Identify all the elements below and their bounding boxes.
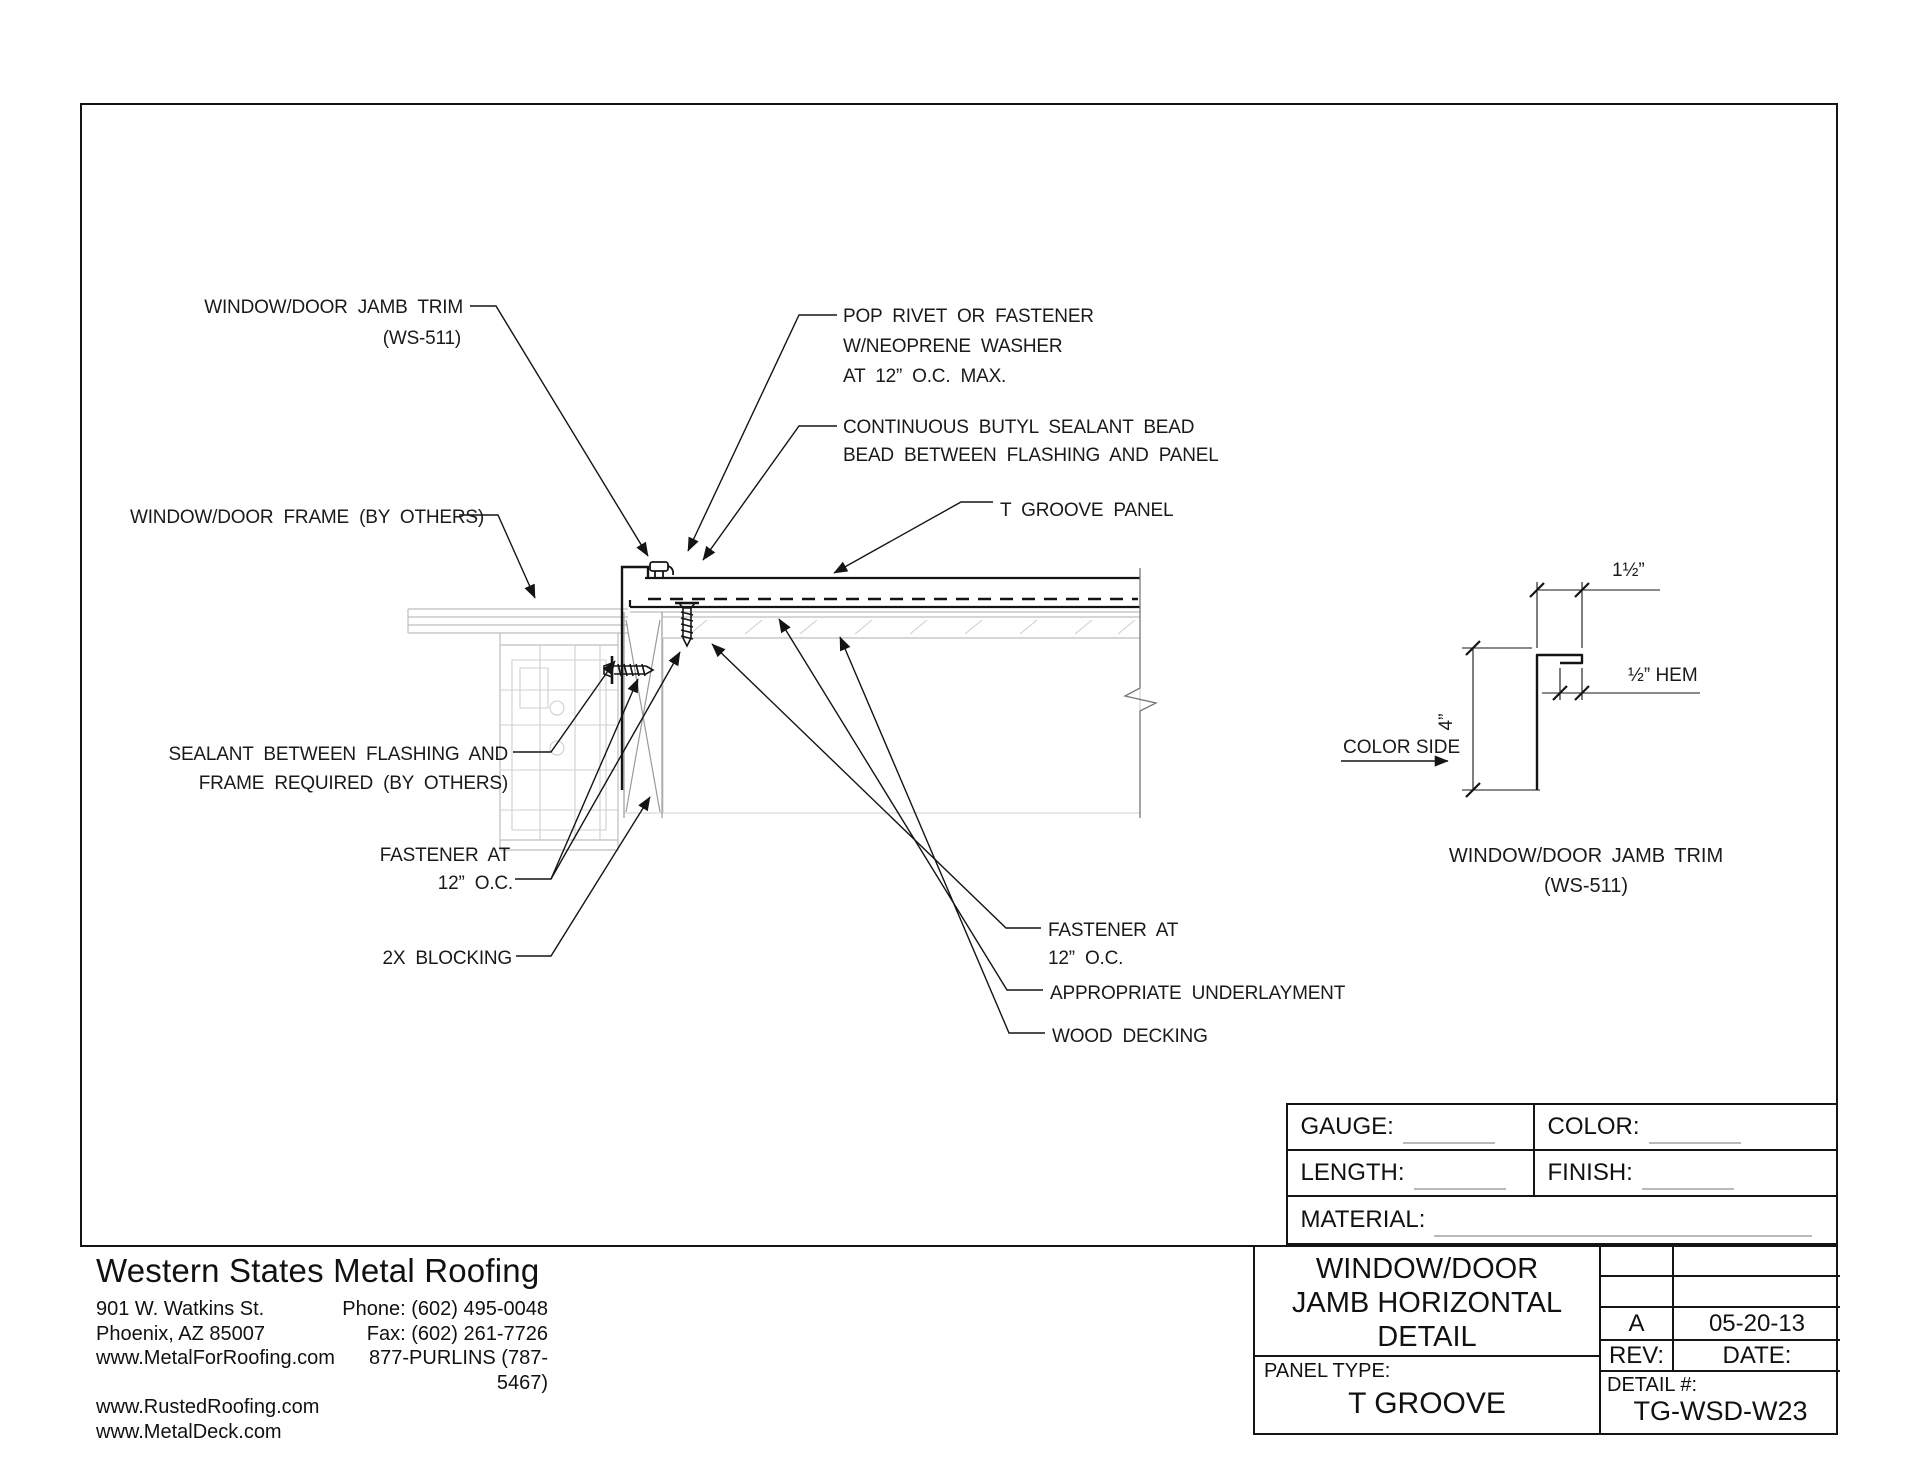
company-address-line1: 901 W. Watkins St.	[96, 1298, 265, 1320]
callout-labels: WINDOW/DOOR JAMB TRIM (WS-511) WINDOW/DO…	[130, 297, 1346, 1047]
rev-value: A	[1601, 1308, 1674, 1339]
revision-table: A 05-20-13 REV: DATE: DETAIL #: TG-WSD-W…	[1599, 1247, 1840, 1434]
detail-number-label: DETAIL #:	[1607, 1374, 1698, 1396]
rev-empty-2a	[1601, 1277, 1674, 1306]
title-block-main: WINDOW/DOOR JAMB HORIZONTAL DETAIL PANEL…	[1253, 1245, 1840, 1435]
profile-caption-line2: (WS-511)	[1544, 875, 1628, 897]
title-block-spec-rows: GAUGE: COLOR: LENGTH: FINISH: MATERIAL:	[1285, 1103, 1838, 1245]
label-sealant-line2: FRAME REQUIRED (BY OTHERS)	[199, 773, 508, 794]
leader-decking	[839, 636, 1045, 1034]
leader-underlayment	[778, 618, 1043, 991]
detail-number-cell: DETAIL #: TG-WSD-W23	[1601, 1372, 1840, 1427]
profile-caption-line1: WINDOW/DOOR JAMB TRIM	[1449, 845, 1723, 867]
detail-title-line3: DETAIL	[1377, 1321, 1477, 1353]
company-phone: Phone: (602) 495-0048	[342, 1298, 548, 1320]
label-blocking: 2X BLOCKING	[382, 948, 512, 969]
leader-jamb-trim	[470, 305, 649, 557]
leader-fastener-right	[711, 643, 1041, 929]
label-jamb-trim-line1: WINDOW/DOOR JAMB TRIM	[204, 297, 463, 318]
length-label: LENGTH:	[1300, 1159, 1405, 1186]
company-tollfree: 877-PURLINS (787-5467)	[369, 1347, 548, 1394]
company-website-2: www.RustedRoofing.com	[96, 1396, 320, 1418]
color-label: COLOR:	[1547, 1113, 1640, 1140]
gauge-blank	[1402, 1118, 1495, 1144]
t-groove-panel	[628, 576, 1140, 609]
label-pop-rivet-line3: AT 12” O.C. MAX.	[843, 366, 1006, 387]
dim-top-text: 1½”	[1612, 560, 1645, 581]
label-fastener-right-line2: 12” O.C.	[1048, 948, 1123, 969]
date-label: DATE:	[1722, 1341, 1792, 1369]
detail-title-line2: JAMB HORIZONTAL	[1291, 1287, 1563, 1319]
2x-blocking	[623, 612, 663, 818]
label-fastener-left-line2: 12” O.C.	[438, 873, 513, 894]
finish-label: FINISH:	[1547, 1159, 1633, 1186]
dim-hem	[1542, 668, 1700, 701]
pop-rivet	[649, 561, 675, 578]
wood-decking-hatch	[624, 611, 1141, 814]
label-decking: WOOD DECKING	[1052, 1026, 1208, 1047]
label-frame: WINDOW/DOOR FRAME (BY OTHERS)	[130, 507, 484, 528]
dim-leg	[1462, 640, 1540, 798]
leader-sealant	[513, 660, 616, 753]
company-address-line2: Phoenix, AZ 85007	[96, 1322, 266, 1345]
trim-profile-detail: 1½” ½” HEM 4” COLOR SIDE WINDOW/DOOR JAM…	[1341, 560, 1723, 897]
leader-lines	[459, 305, 1045, 1034]
dim-hem-text: ½” HEM	[1628, 665, 1698, 686]
window-door-frame-linework	[407, 608, 628, 851]
detail-number-value: TG-WSD-W23	[1633, 1396, 1808, 1426]
company-fax: Fax: (602) 261-7726	[366, 1322, 548, 1345]
leader-blocking	[516, 796, 651, 957]
horizontal-screw-fastener	[603, 656, 655, 684]
length-blank	[1413, 1164, 1506, 1190]
break-line	[1123, 568, 1158, 818]
leader-frame	[459, 514, 536, 599]
color-blank	[1648, 1118, 1741, 1144]
leader-panel	[833, 501, 993, 574]
panel-type-cell: PANEL TYPE: T GROOVE	[1255, 1357, 1599, 1434]
gauge-label: GAUGE:	[1300, 1113, 1394, 1140]
rev-empty-1a	[1601, 1247, 1674, 1275]
company-contact-info: 901 W. Watkins St. Phone: (602) 495-0048…	[96, 1297, 548, 1444]
company-website-1: www.MetalForRoofing.com	[96, 1347, 335, 1369]
panel-type-label: PANEL TYPE:	[1264, 1360, 1391, 1382]
label-pop-rivet-line2: W/NEOPRENE WASHER	[843, 336, 1062, 357]
leader-pop-rivet	[687, 314, 837, 552]
vertical-screw-fastener	[675, 601, 699, 648]
label-butyl-line2: BEAD BETWEEN FLASHING AND PANEL	[843, 445, 1219, 466]
rev-label: REV:	[1601, 1341, 1674, 1370]
material-blank	[1434, 1211, 1813, 1237]
rev-empty-2b	[1674, 1277, 1840, 1306]
label-panel: T GROOVE PANEL	[1000, 500, 1173, 521]
label-jamb-trim-line2: (WS-511)	[383, 328, 461, 349]
company-website-3: www.MetalDeck.com	[96, 1420, 282, 1443]
dim-top	[1529, 582, 1660, 648]
dim-leg-text: 4”	[1436, 714, 1457, 731]
detail-title: WINDOW/DOOR JAMB HORIZONTAL DETAIL	[1255, 1247, 1599, 1357]
leader-fastener-left-1	[515, 678, 639, 880]
color-side-text: COLOR SIDE	[1343, 737, 1460, 758]
company-name: Western States Metal Roofing	[96, 1252, 540, 1289]
label-butyl-line1: CONTINUOUS BUTYL SEALANT BEAD	[843, 417, 1194, 438]
label-fastener-right-line1: FASTENER AT	[1048, 920, 1179, 941]
label-pop-rivet-line1: POP RIVET OR FASTENER	[843, 306, 1094, 327]
panel-type-value: T GROOVE	[1348, 1387, 1506, 1420]
leader-fastener-left-2	[550, 651, 681, 880]
leader-butyl	[702, 425, 837, 561]
finish-blank	[1641, 1164, 1734, 1190]
label-fastener-left-line1: FASTENER AT	[380, 845, 511, 866]
rev-empty-1b	[1674, 1247, 1840, 1275]
date-value: 05-20-13	[1708, 1309, 1806, 1337]
jamb-trim-line	[620, 565, 650, 790]
material-label: MATERIAL:	[1300, 1205, 1426, 1233]
trim-profile	[1535, 653, 1584, 790]
detail-title-line1: WINDOW/DOOR	[1315, 1253, 1539, 1285]
company-block: Western States Metal Roofing 901 W. Watk…	[80, 1245, 1256, 1443]
detail-drawing: WINDOW/DOOR JAMB TRIM (WS-511) WINDOW/DO…	[130, 297, 1723, 1047]
label-sealant-line1: SEALANT BETWEEN FLASHING AND	[168, 744, 508, 765]
label-underlayment: APPROPRIATE UNDERLAYMENT	[1050, 983, 1346, 1004]
